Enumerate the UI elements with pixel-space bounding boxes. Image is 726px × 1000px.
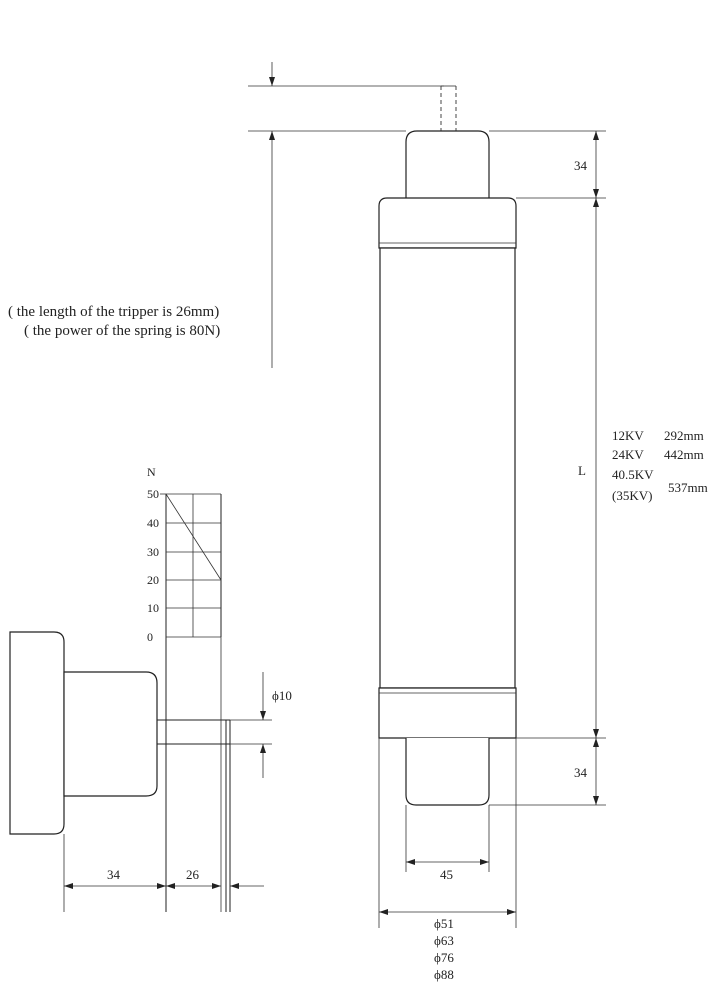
dim-side-a: 34 — [107, 867, 121, 882]
dim-length-label: L — [578, 463, 586, 478]
dim-bottom-cap: 34 — [574, 765, 588, 780]
right-dimensions — [489, 130, 606, 806]
dim-diameter-63: ϕ63 — [434, 933, 454, 948]
dim-bottom-width: 45 — [440, 867, 453, 882]
dim-top-cap: 34 — [574, 158, 588, 173]
voltage-35kv: (35KV) — [612, 488, 652, 503]
chart-tick-label: 0 — [147, 630, 153, 644]
voltage-12kv: 12KV — [612, 428, 644, 443]
chart-tick-label: 30 — [147, 545, 159, 559]
note-spring-power: ( the power of the spring is 80N) — [24, 323, 220, 339]
dim-diameter-88: ϕ88 — [434, 967, 454, 982]
chart-grid — [166, 493, 221, 638]
voltage-24kv: 24KV — [612, 447, 644, 462]
fuse-body — [378, 130, 517, 806]
chart-tick-label: 20 — [147, 573, 159, 587]
chart-tick-label: 10 — [147, 601, 159, 615]
length-40kv: 537mm — [668, 480, 708, 495]
tripper-stroke-dimension — [248, 62, 457, 368]
length-24kv: 442mm — [664, 447, 704, 462]
length-12kv: 292mm — [664, 428, 704, 443]
chart-tick-label: 40 — [147, 516, 159, 530]
dim-diameter-51: ϕ51 — [434, 916, 454, 931]
dim-diameter-76: ϕ76 — [434, 950, 454, 965]
chart-tick-labels: 50 40 30 20 10 0 — [147, 487, 159, 644]
tripper-side-view — [9, 631, 272, 912]
chart-tick-label: 50 — [147, 487, 159, 501]
spring-force-chart — [160, 493, 222, 912]
chart-axis-unit: N — [147, 465, 156, 479]
voltage-40kv: 40.5KV — [612, 467, 654, 482]
voltage-length-table: 12KV 292mm 24KV 442mm 40.5KV (35KV) 537m… — [612, 428, 708, 503]
dim-side-b: 26 — [186, 867, 200, 882]
note-tripper-length: ( the length of the tripper is 26mm) — [8, 304, 219, 320]
bottom-dimensions — [378, 738, 517, 928]
dim-pin-diameter: ϕ10 — [272, 688, 292, 703]
